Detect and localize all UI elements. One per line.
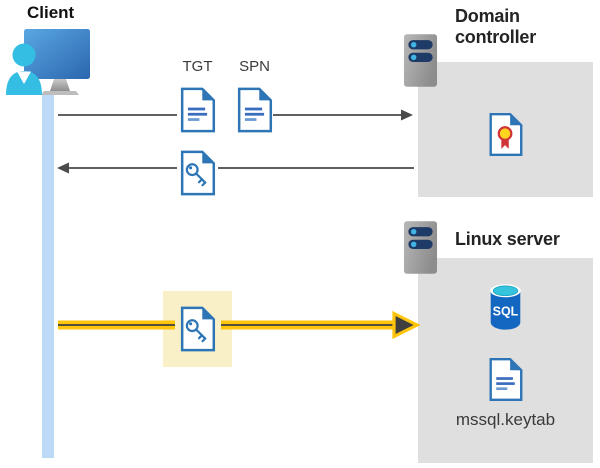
client-lifeline: [42, 93, 54, 458]
monitor-user-icon: [6, 29, 90, 95]
tgt-document-icon: [180, 87, 216, 133]
key-document-icon-response: [180, 150, 216, 196]
server-icon-domain-controller: [403, 34, 438, 87]
monitor-stand: [50, 79, 70, 91]
arrow-keytab-connection: [58, 310, 421, 340]
monitor-screen: [24, 29, 90, 79]
tgt-label: TGT: [182, 58, 213, 75]
sql-database-icon: SQL: [490, 284, 521, 330]
key-document-icon-keytab: [180, 306, 216, 352]
linux-server-label: Linux server: [455, 229, 560, 249]
keytab-filename-label: mssql.keytab: [455, 410, 556, 429]
keytab-document-icon: [489, 357, 523, 402]
person-icon: [6, 43, 42, 95]
certificate-document-icon: [489, 112, 523, 157]
sql-database-label: SQL: [493, 305, 519, 319]
arrow-ticket-request: [58, 109, 413, 121]
client-label: Client: [27, 3, 75, 22]
server-icon-linux: [403, 221, 438, 274]
spn-label: SPN: [239, 58, 270, 75]
arrow-ticket-response: [57, 162, 414, 174]
spn-document-icon: [237, 87, 273, 133]
monitor-base: [41, 91, 79, 95]
domain-controller-label: Domain controller: [455, 6, 537, 47]
